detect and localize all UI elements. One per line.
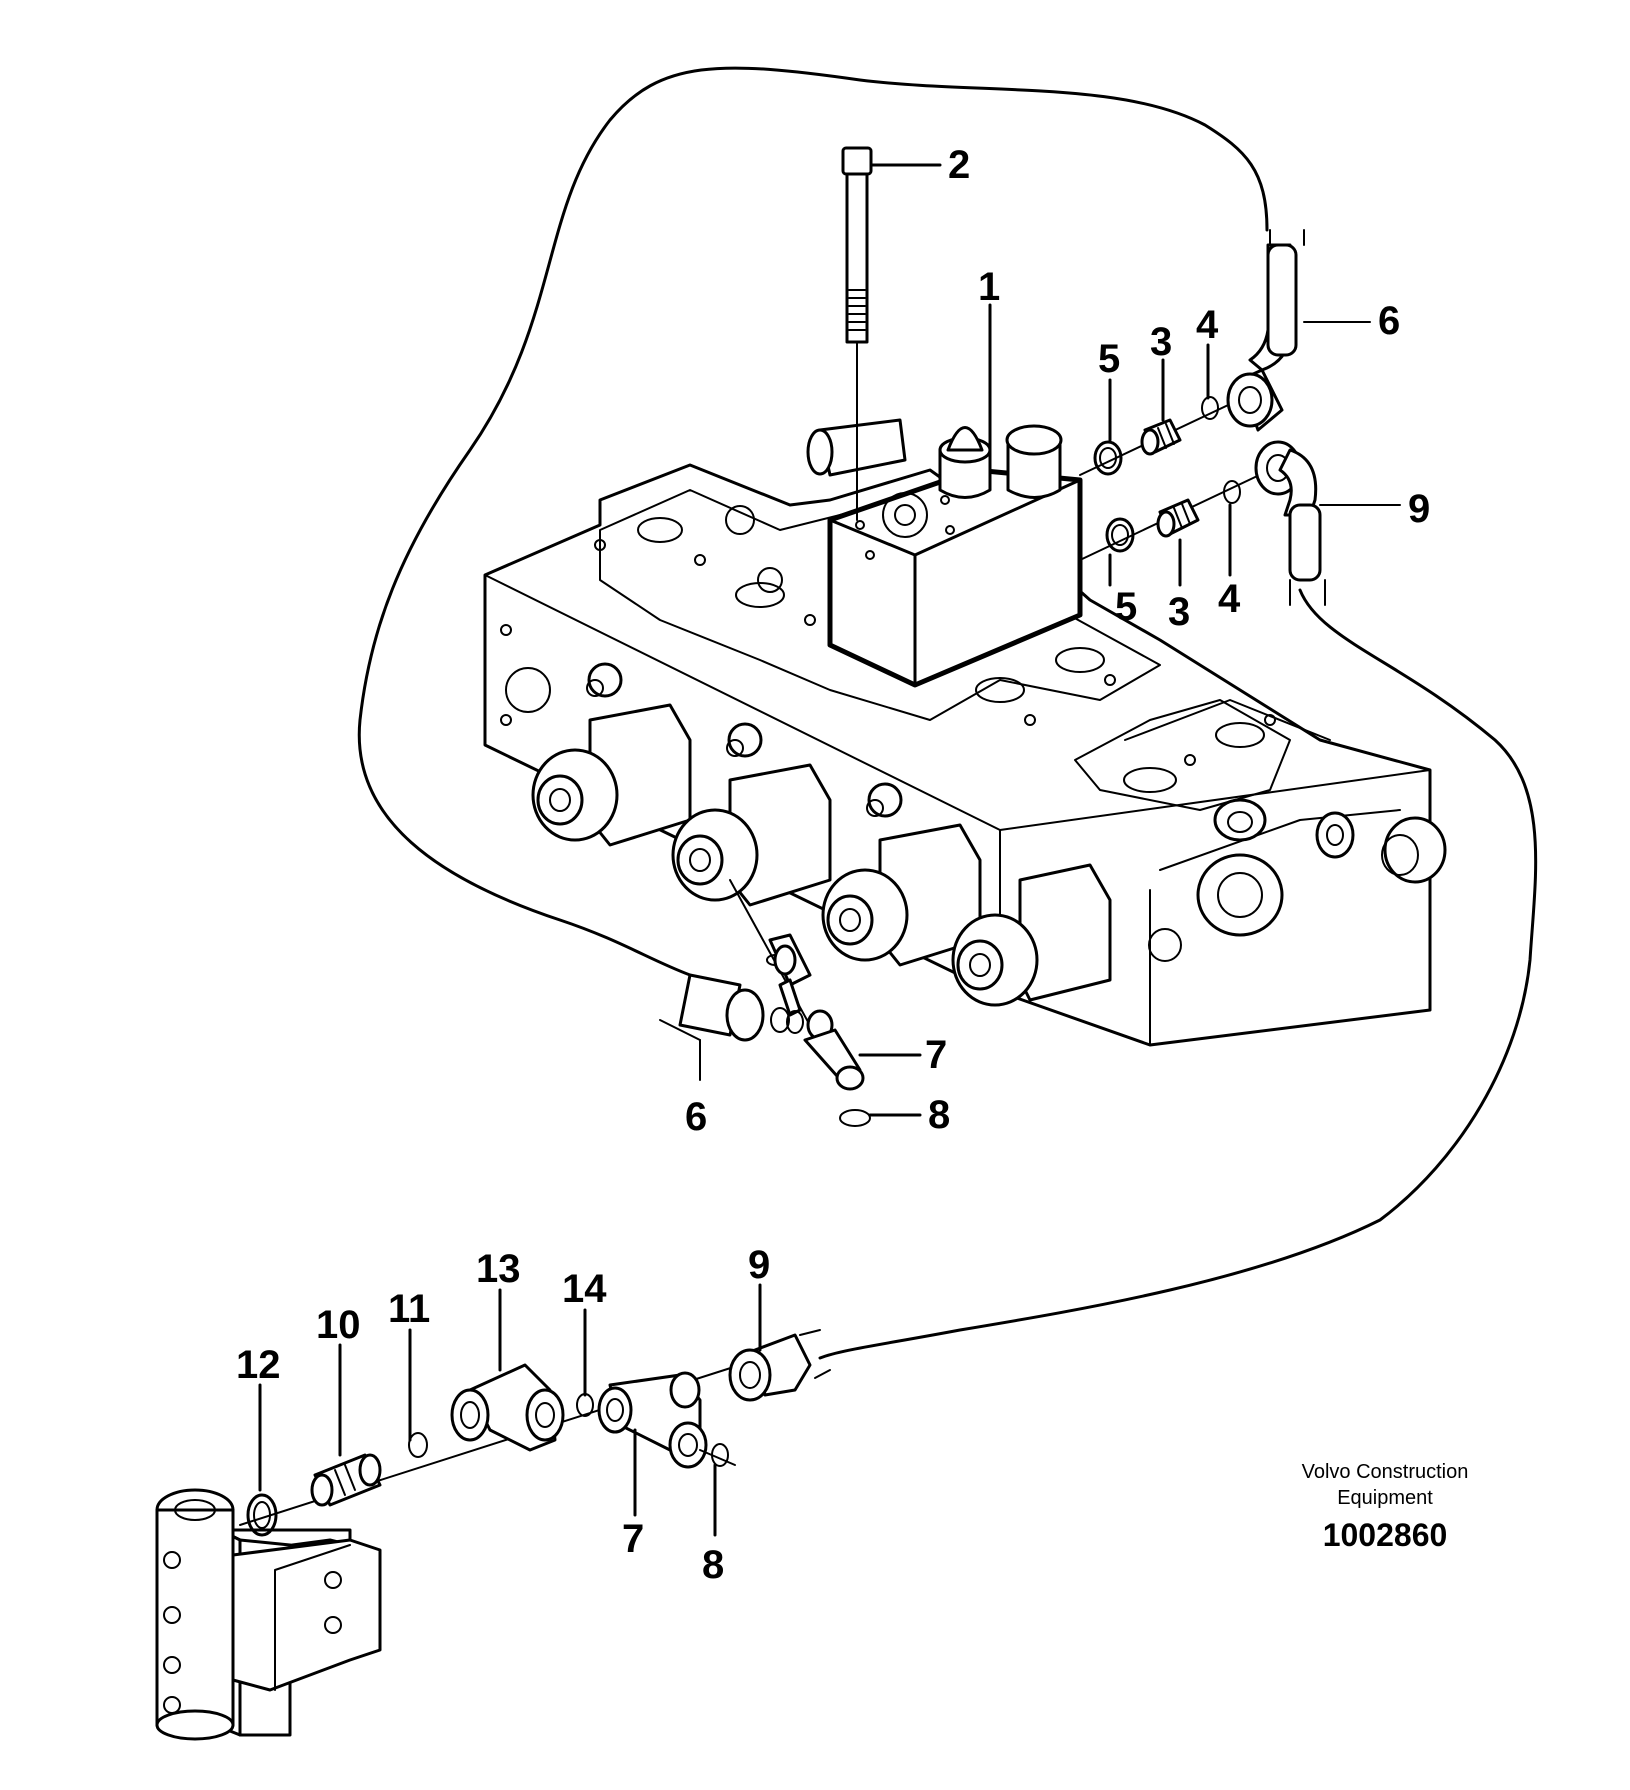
upper-fittings: [1079, 229, 1401, 606]
spool-cap-4: [951, 863, 1112, 1007]
callout-10: 10: [316, 1303, 361, 1347]
callout-3-lower: 3: [1168, 590, 1190, 634]
control-valve-assembly: [483, 463, 1447, 1047]
spool-cap-3: [821, 782, 982, 967]
callout-6-upper: 6: [1378, 299, 1400, 343]
lower-valve-fittings: [659, 879, 871, 1127]
hose-9-loop: [818, 588, 1538, 1360]
document-number: 1002860: [1323, 1517, 1448, 1553]
callout-4-upper: 4: [1196, 303, 1219, 347]
callout-12: 12: [236, 1343, 281, 1387]
callout-7-upper: 7: [925, 1033, 947, 1077]
callout-8-upper: 8: [928, 1093, 950, 1137]
callouts: 1 2 3 4 5 6 9 5 3 4 7 8 6 12 10 11 13 14…: [236, 143, 1430, 1587]
callout-5-lower: 5: [1115, 585, 1137, 629]
right-section-ports: [1148, 798, 1447, 962]
callout-4-lower: 4: [1218, 577, 1241, 621]
caption: Volvo Construction Equipment 1002860: [1302, 1461, 1469, 1553]
spool-cap-2: [671, 722, 832, 907]
hose-6-loop: [357, 66, 1269, 977]
callout-9-upper: 9: [1408, 487, 1430, 531]
caption-line-1: Volvo Construction: [1302, 1461, 1469, 1483]
leader-lines: [258, 163, 1232, 1537]
callout-11: 11: [388, 1287, 430, 1331]
spool-cap-1: [531, 662, 692, 847]
callout-2: 2: [948, 143, 970, 187]
callout-5-upper: 5: [1098, 337, 1120, 381]
callout-3-upper: 3: [1150, 320, 1172, 364]
callout-9-lower: 9: [748, 1243, 770, 1287]
callout-13: 13: [476, 1247, 521, 1291]
bolt: [841, 146, 873, 521]
callout-8-lower: 8: [702, 1543, 724, 1587]
caption-line-2: Equipment: [1337, 1487, 1433, 1509]
callout-1: 1: [978, 265, 1000, 309]
callout-14: 14: [562, 1267, 607, 1311]
callout-6-lower: 6: [685, 1095, 707, 1139]
lower-assembly: [155, 1329, 831, 1741]
callout-7-lower: 7: [622, 1517, 644, 1561]
bracket: [155, 1488, 382, 1741]
pilot-valve-block: [806, 418, 1083, 688]
